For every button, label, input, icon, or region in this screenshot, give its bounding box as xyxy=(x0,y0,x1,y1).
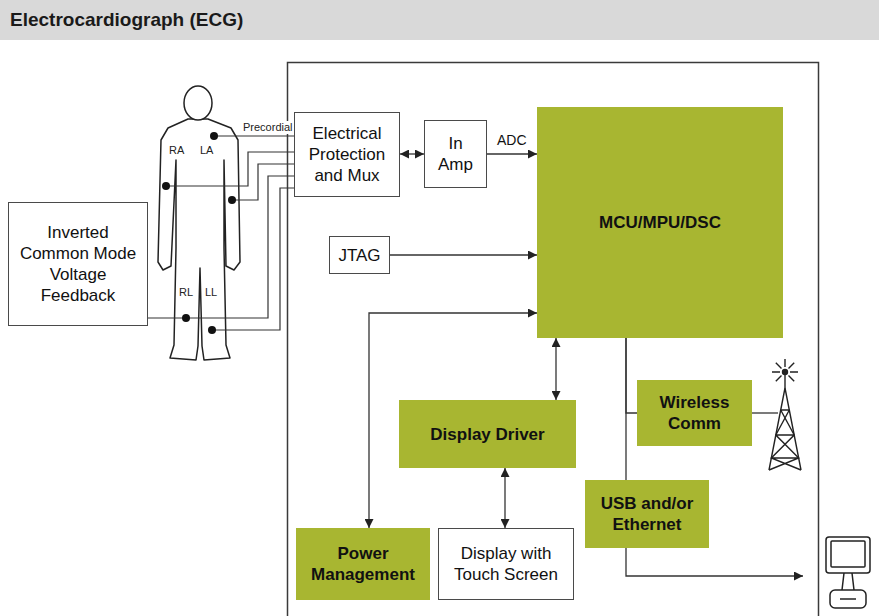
box-content: Electrical Protection and Mux xyxy=(303,123,391,186)
lead-label: RA xyxy=(168,144,185,157)
box-content: JTAG xyxy=(338,245,380,266)
tower-tip xyxy=(783,370,788,375)
label-holder: LL xyxy=(204,286,218,299)
lead-label: LL xyxy=(204,286,218,299)
box-text: Electrical Protection and Mux xyxy=(303,123,391,186)
output-wire xyxy=(626,548,803,576)
electrode-dot xyxy=(208,326,216,334)
box-text: Display Driver xyxy=(430,424,544,445)
tower-braces xyxy=(769,410,801,470)
antenna-wire xyxy=(750,412,778,413)
lead-label: Precordial xyxy=(242,121,294,134)
monitor-frame xyxy=(826,537,870,573)
antenna-tower-icon xyxy=(769,359,801,470)
signal-connector xyxy=(555,338,556,400)
processor-block: MCU/MPU/DSC xyxy=(537,107,783,338)
precordial-wire xyxy=(214,135,294,136)
driver-block: Display Driver xyxy=(399,400,576,468)
box-text: USB and/or Ethernet xyxy=(593,493,701,535)
box-content: Display Driver xyxy=(430,424,544,445)
label-holder: ADC xyxy=(495,132,529,148)
signal-connector xyxy=(626,338,637,413)
monitor-base xyxy=(830,590,866,608)
box-text: In Amp xyxy=(433,133,478,175)
box-content: Power Management xyxy=(304,543,422,585)
signal-connector xyxy=(390,254,537,255)
box-text: Inverted Common Mode Voltage Feedback xyxy=(17,222,139,306)
lead-label: RL xyxy=(178,286,194,299)
box-content: USB and/or Ethernet xyxy=(593,493,701,535)
lead-label: LA xyxy=(199,144,214,157)
electrode-dot xyxy=(228,196,236,204)
patient-head xyxy=(184,86,212,120)
box-text: MCU/MPU/DSC xyxy=(599,212,721,233)
box-text: Power Management xyxy=(304,543,422,585)
electrode-dot xyxy=(162,182,170,190)
diagram-title: Electrocardiograph (ECG) xyxy=(10,0,243,40)
interface-block: USB and/or Ethernet xyxy=(585,480,709,548)
comm-block: Wireless Comm xyxy=(637,380,752,446)
title-band xyxy=(0,0,879,40)
feedback-box: Inverted Common Mode Voltage Feedback xyxy=(8,202,148,326)
box-content: MCU/MPU/DSC xyxy=(599,212,721,233)
electrode-wires xyxy=(148,136,294,330)
label-holder: RL xyxy=(178,286,194,299)
signal-connector xyxy=(504,468,505,528)
box-text: Display with Touch Screen xyxy=(447,543,565,585)
box-content: Inverted Common Mode Voltage Feedback xyxy=(17,222,139,306)
feedback-wire xyxy=(148,317,186,318)
label-holder: Precordial xyxy=(242,121,294,134)
ra-wire xyxy=(166,152,294,186)
display-box: Display with Touch Screen xyxy=(438,528,574,600)
la-wire xyxy=(232,164,294,200)
box-text: JTAG xyxy=(338,245,380,266)
monitor-screen xyxy=(831,541,865,567)
box-content: Display with Touch Screen xyxy=(447,543,565,585)
ll-wire xyxy=(212,188,294,330)
process-box: Electrical Protection and Mux xyxy=(294,112,400,197)
tower-legs xyxy=(769,388,801,470)
monitor-stand xyxy=(842,573,854,590)
label-holder: RA xyxy=(168,144,185,157)
electrode-dot xyxy=(182,314,190,322)
rl-wire xyxy=(186,176,294,318)
port-box: JTAG xyxy=(329,236,390,274)
amplifier-box: In Amp xyxy=(424,120,487,188)
signal-label: ADC xyxy=(495,132,529,148)
signal-connector xyxy=(487,153,537,154)
electrode-dot xyxy=(210,132,218,140)
box-content: Wireless Comm xyxy=(645,392,744,434)
signal-connector xyxy=(625,338,626,480)
monitor-slot xyxy=(840,598,856,600)
patient-figure xyxy=(158,119,240,360)
electrodes xyxy=(162,132,236,334)
signal-connector xyxy=(400,153,424,154)
box-text: Wireless Comm xyxy=(645,392,744,434)
computer-monitor-icon xyxy=(826,537,870,608)
radio-rays xyxy=(772,359,798,381)
device-enclosure xyxy=(288,63,819,616)
power-block: Power Management xyxy=(296,528,430,600)
label-holder: LA xyxy=(199,144,214,157)
box-content: In Amp xyxy=(433,133,478,175)
